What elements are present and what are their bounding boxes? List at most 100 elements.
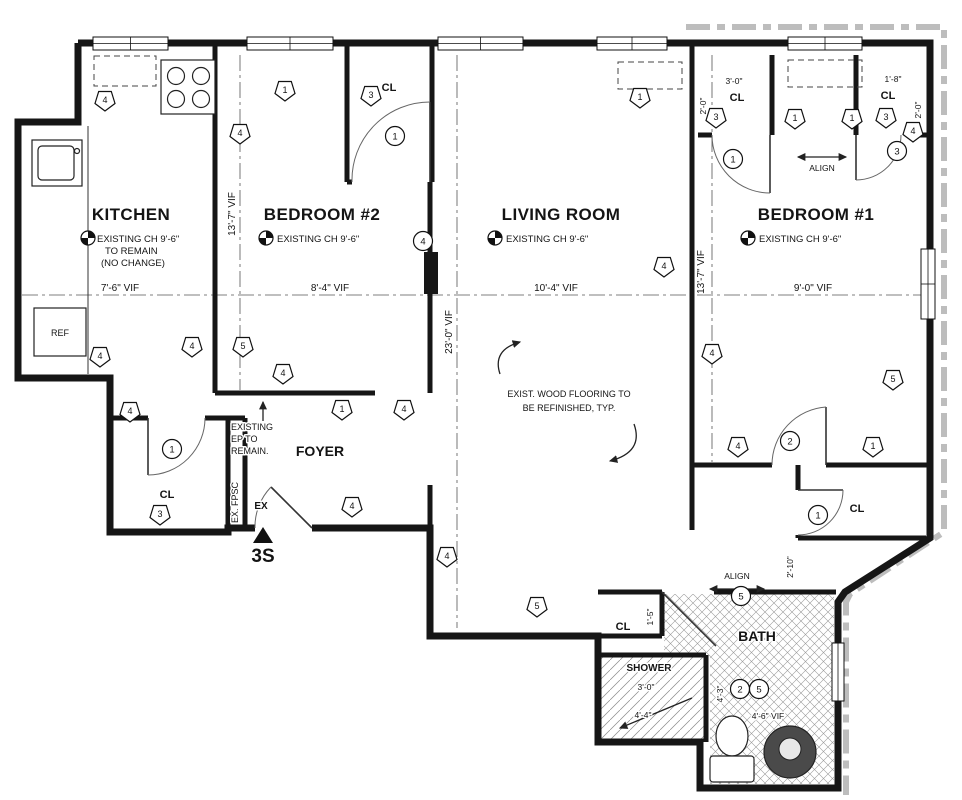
window-bedroom2 <box>246 36 334 51</box>
ep-note: EP TO <box>231 434 258 444</box>
toilet-tank <box>709 755 755 783</box>
door-tag: 1 <box>722 148 744 170</box>
bath-fixtures <box>709 715 817 783</box>
align-note-bedroom1: ALIGN <box>809 163 835 173</box>
svg-text:5: 5 <box>534 601 539 611</box>
door-tag: 1 <box>161 438 183 460</box>
keynote-tag: 4 <box>94 90 116 112</box>
door-swing-bath <box>661 591 717 647</box>
room-title-bedroom1: BEDROOM #1 <box>758 205 874 224</box>
keynote-tag: 5 <box>526 596 548 618</box>
burner-icon <box>191 66 211 86</box>
keynote-tag: 1 <box>841 108 863 130</box>
window-living-left <box>437 36 524 51</box>
keynote-tag: 5 <box>232 336 254 358</box>
svg-text:4: 4 <box>401 404 406 414</box>
svg-text:3: 3 <box>894 147 899 158</box>
entry-door-label: EX <box>254 501 268 512</box>
svg-text:3: 3 <box>157 509 162 519</box>
dim-bath-closet-depth: 1'-5" <box>645 609 655 626</box>
room-title-living-room: LIVING ROOM <box>502 205 621 224</box>
dim-bedroom2-width: 8'-4" VIF <box>311 283 349 294</box>
burner-icon <box>166 66 186 86</box>
svg-text:1: 1 <box>637 92 642 102</box>
room-title-bedroom2: BEDROOM #2 <box>264 205 380 224</box>
ceiling-height-datum-icon <box>740 230 756 246</box>
svg-text:1: 1 <box>169 445 174 456</box>
dim-bedroom1-depth: 13'-7" VIF <box>696 250 707 294</box>
svg-text:5: 5 <box>890 374 895 384</box>
kitchen-ch-note: EXISTING CH 9'-6" <box>97 234 179 245</box>
door-swing-entry <box>254 486 313 529</box>
keynote-tag: 1 <box>331 399 353 421</box>
dim-living-depth: 23'-0" VIF <box>444 310 455 354</box>
refrigerator <box>33 307 87 357</box>
keynote-tag: 4 <box>272 363 294 385</box>
dim-bedroom2-depth: 13'-7" VIF <box>227 192 238 236</box>
window-living-right <box>596 36 668 51</box>
svg-text:1: 1 <box>730 155 735 166</box>
svg-text:4: 4 <box>280 368 285 378</box>
door-tag: 2 <box>779 430 801 452</box>
kitchen-ch-note: TO REMAIN <box>105 246 158 257</box>
unit-number: 3S <box>251 546 274 567</box>
svg-text:2: 2 <box>787 437 792 448</box>
keynote-tag: 5 <box>882 369 904 391</box>
keynote-tag: 4 <box>181 336 203 358</box>
door-swing-bedroom2-closet <box>351 101 431 183</box>
closet-label-entry: CL <box>160 489 175 501</box>
svg-text:4: 4 <box>420 237 425 248</box>
window-kitchen <box>92 36 169 51</box>
svg-text:1: 1 <box>849 113 854 123</box>
svg-text:1: 1 <box>870 441 875 451</box>
bedroom2-ch-note: EXISTING CH 9'-6" <box>277 234 359 245</box>
keynote-tag: 4 <box>393 399 415 421</box>
door-tag: 3 <box>886 140 908 162</box>
flooring-note: BE REFINISHED, TYP. <box>523 403 616 413</box>
keynote-tag: 3 <box>149 504 171 526</box>
svg-text:1: 1 <box>392 132 397 143</box>
svg-text:4: 4 <box>444 551 449 561</box>
window-bedroom1-right <box>920 248 936 320</box>
keynote-tag: 1 <box>274 80 296 102</box>
svg-text:1: 1 <box>339 404 344 414</box>
svg-text:3: 3 <box>713 112 718 122</box>
dim-closet-b1-bottom-depth: 2'-10" <box>785 556 795 578</box>
closet-label-bath: CL <box>616 621 631 633</box>
closet-label-bedroom1-right: CL <box>881 90 896 102</box>
shower-arrow <box>618 697 693 729</box>
dim-closet-b1-right-depth: 2'-0" <box>913 102 923 119</box>
keynote-tag: 3 <box>360 85 382 107</box>
room-title-bath: BATH <box>738 628 776 644</box>
burner-icon <box>166 89 186 109</box>
svg-text:4: 4 <box>735 441 740 451</box>
room-title-kitchen: KITCHEN <box>92 205 170 224</box>
svg-text:4: 4 <box>709 348 714 358</box>
kitchen-ch-note: (NO CHANGE) <box>101 258 165 269</box>
keynote-tag: 4 <box>436 546 458 568</box>
door-tag: 4 <box>412 230 434 252</box>
shower-floor-hatch <box>600 657 706 740</box>
align-note-bath: ALIGN <box>724 571 750 581</box>
svg-text:4: 4 <box>97 351 102 361</box>
svg-text:2: 2 <box>737 685 742 696</box>
closet-label-bedroom1-bottom: CL <box>850 503 865 515</box>
dim-bedroom1-width: 9'-0" VIF <box>794 283 832 294</box>
interior-walls <box>110 43 928 742</box>
door-swing-bedroom1-closet-left <box>711 134 771 194</box>
dim-bath-width: 4'-6" VIF <box>752 711 785 721</box>
door-tag: 1 <box>384 125 406 147</box>
bath-sink-basin <box>778 737 802 761</box>
keynote-tag: 4 <box>119 401 141 423</box>
room-title-shower: SHOWER <box>627 663 673 674</box>
living-room-ch-note: EXISTING CH 9'-6" <box>506 234 588 245</box>
flooring-note-arrow-down <box>608 423 637 463</box>
door-tag: 2 <box>729 678 751 700</box>
door-tag: 5 <box>730 585 752 607</box>
svg-text:4: 4 <box>349 501 354 511</box>
svg-text:4: 4 <box>661 261 666 271</box>
wall-pier <box>424 252 438 294</box>
svg-text:4: 4 <box>102 95 107 105</box>
